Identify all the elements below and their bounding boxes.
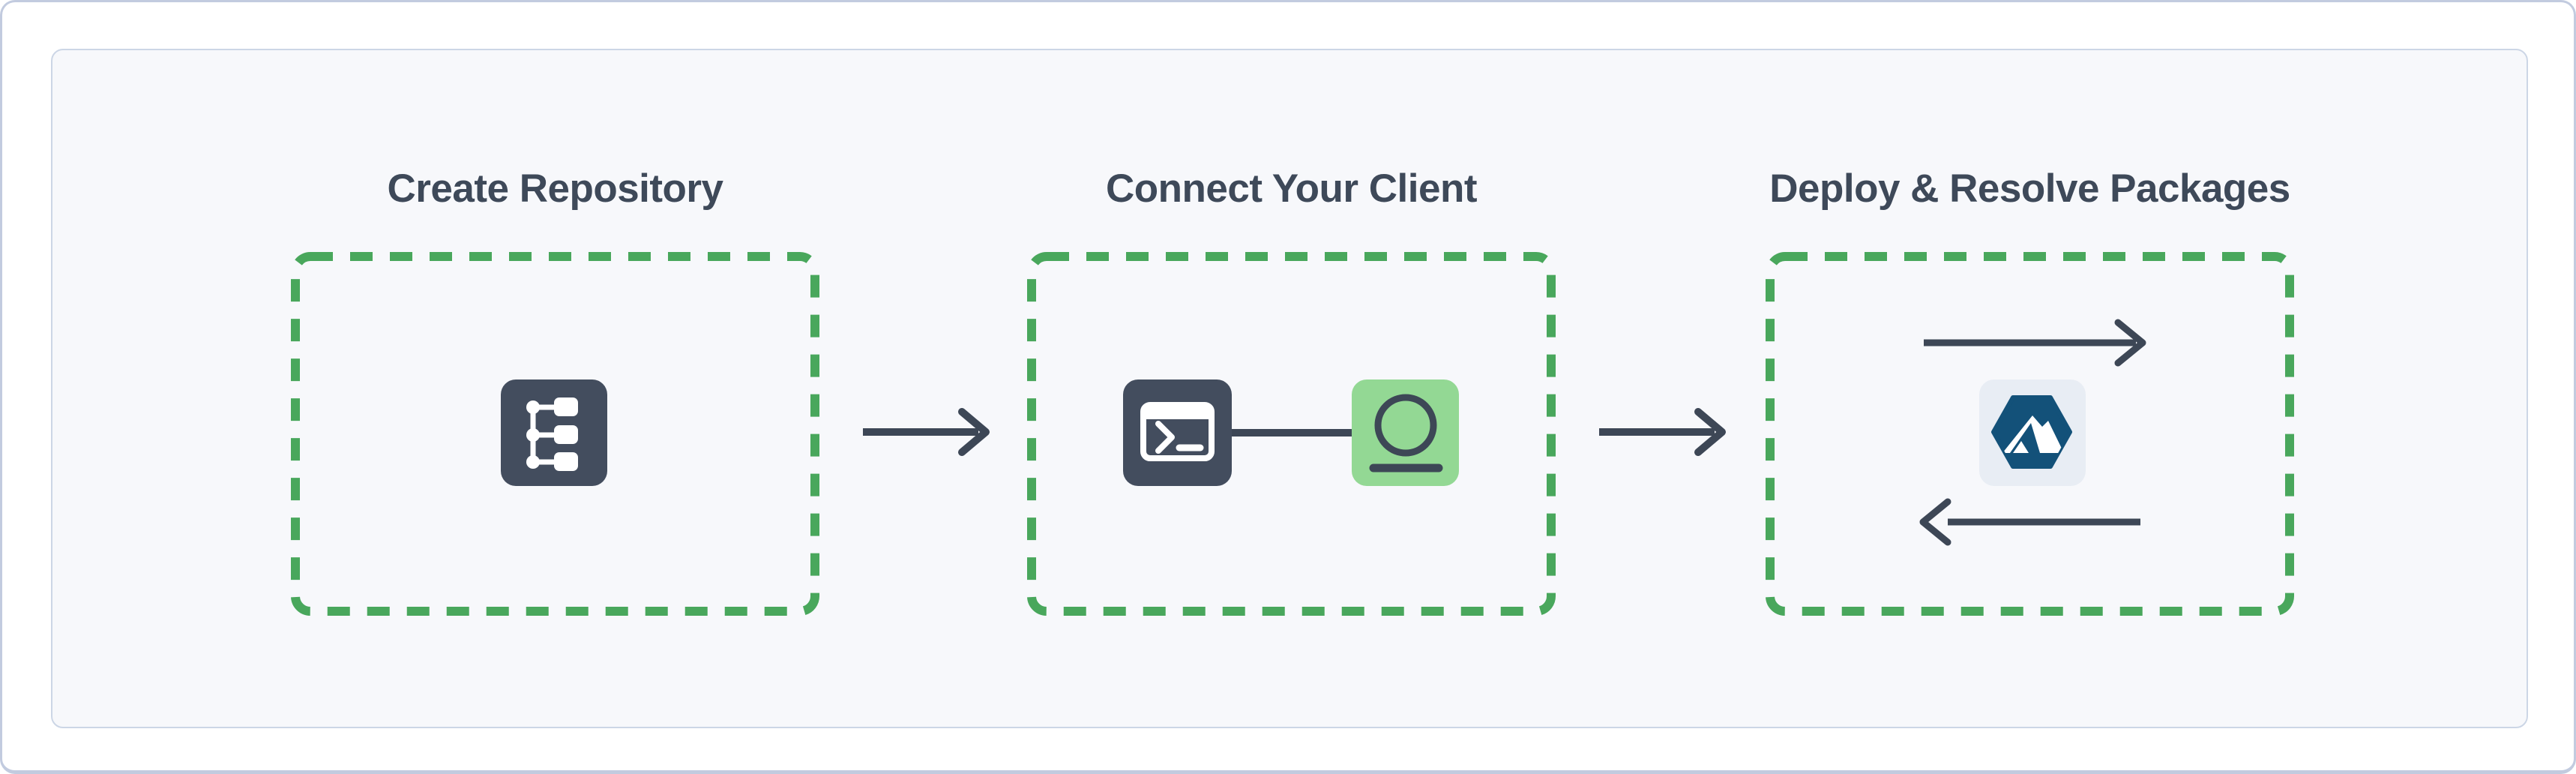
repository-structure-icon [501,380,607,486]
step-title-create-repository: Create Repository [387,166,723,211]
step-title-connect-your-client: Connect Your Client [1105,166,1478,211]
client-package-icon [1352,380,1459,486]
step-box-connect-your-client [1027,252,1556,616]
step-box-deploy-resolve-packages [1766,252,2294,616]
deploy-arrow-right [1924,319,2146,367]
terminal-icon [1123,380,1232,486]
step-box-create-repository [291,252,819,616]
step2-to-step3-arrow [1599,408,1726,456]
deploy-resolve-illustration [1919,319,2146,546]
resolve-arrow-left [1919,498,2140,546]
mountain-hexagon-logo [1979,380,2086,486]
step-title-deploy-resolve-packages: Deploy & Resolve Packages [1769,166,2290,211]
step1-to-step2-arrow [863,408,990,456]
connect-client-illustration [1123,380,1459,486]
